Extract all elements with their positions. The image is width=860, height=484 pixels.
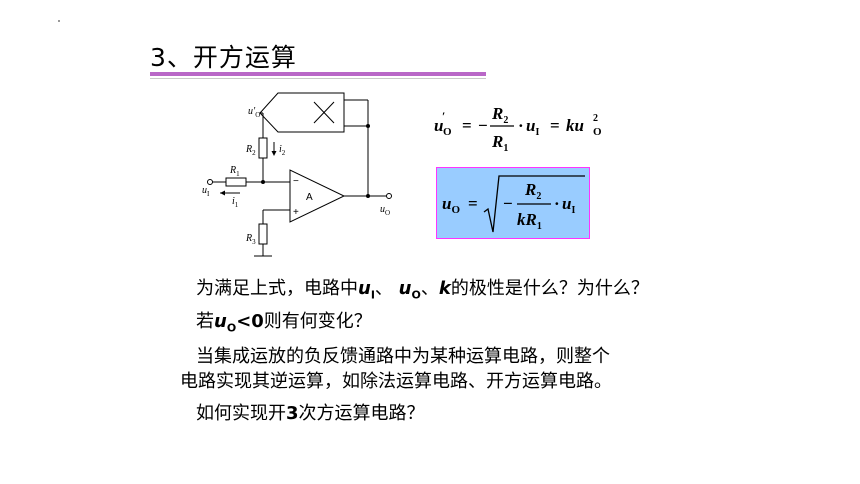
resistor-r1 <box>225 177 247 187</box>
svg-text:·: · <box>554 194 560 213</box>
svg-text:=: = <box>468 194 478 213</box>
svg-text:ku: ku <box>566 116 584 135</box>
svg-text:R1: R1 <box>491 132 508 154</box>
label-inverting: − <box>293 176 299 187</box>
svg-text:−: − <box>503 194 513 213</box>
label-ui: uI <box>202 185 210 198</box>
question-polarity: 为满足上式，电路中uI、 uO、k的极性是什么？为什么？ <box>196 278 649 302</box>
paragraph-inverse-operation-line2: 电路实现其逆运算，如除法运算电路、开方运算电路。 <box>180 371 612 392</box>
label-i2: i2 <box>279 144 286 157</box>
label-uo: uO <box>380 204 390 217</box>
radical-sign <box>483 175 585 233</box>
svg-text:uO: uO <box>442 194 460 216</box>
svg-text:R2: R2 <box>524 180 541 202</box>
label-r3: R3 <box>245 233 256 246</box>
paragraph-inverse-operation-line1: 当集成运放的负反馈通路中为某种运算电路，则整个 <box>196 346 610 367</box>
output-terminal <box>386 193 392 199</box>
svg-text:uI: uI <box>562 194 575 216</box>
question-cube-root: 如何实现开3次方运算电路？ <box>196 403 425 424</box>
equation-output-box: uO = − R2 kR1 · uI <box>436 167 590 239</box>
label-uo-prime: u′O <box>248 106 260 119</box>
multiplier-block <box>259 92 345 133</box>
equation-feedback: u ′ O = − R2 R1 · uI = ku 2 O <box>434 104 602 154</box>
svg-text:uI: uI <box>526 116 539 138</box>
svg-text:O: O <box>443 126 452 138</box>
label-r2: R2 <box>245 144 256 157</box>
svg-text:u: u <box>434 116 443 135</box>
label-noninverting: + <box>293 207 299 218</box>
input-terminal <box>207 179 213 185</box>
op-amp <box>289 169 346 223</box>
svg-text:·: · <box>518 116 524 135</box>
square-root-circuit-diagram: u′O R2 i2 R1 uI i1 R3 uO − + A <box>202 92 392 257</box>
label-r1: R1 <box>229 165 240 178</box>
resistor-r3 <box>258 223 268 245</box>
question-negative-output: 若uO<0则有何变化？ <box>196 311 372 335</box>
resistor-r2 <box>258 137 268 159</box>
title-underline <box>150 72 486 76</box>
title-underline-shadow <box>150 78 486 79</box>
slide-title: 3、开方运算 <box>150 43 297 72</box>
svg-text:=: = <box>550 116 560 135</box>
corner-mark <box>58 20 60 22</box>
svg-text:kR1: kR1 <box>517 210 542 232</box>
equation-square-root: uO = − R2 kR1 · uI <box>442 175 585 233</box>
svg-text:R2: R2 <box>491 104 508 126</box>
svg-text:−: − <box>478 116 488 135</box>
label-i1: i1 <box>232 196 239 209</box>
svg-text:2: 2 <box>593 113 598 124</box>
label-amp: A <box>306 192 313 203</box>
svg-text:O: O <box>593 126 602 138</box>
svg-text:′: ′ <box>442 109 445 123</box>
svg-text:=: = <box>462 116 472 135</box>
